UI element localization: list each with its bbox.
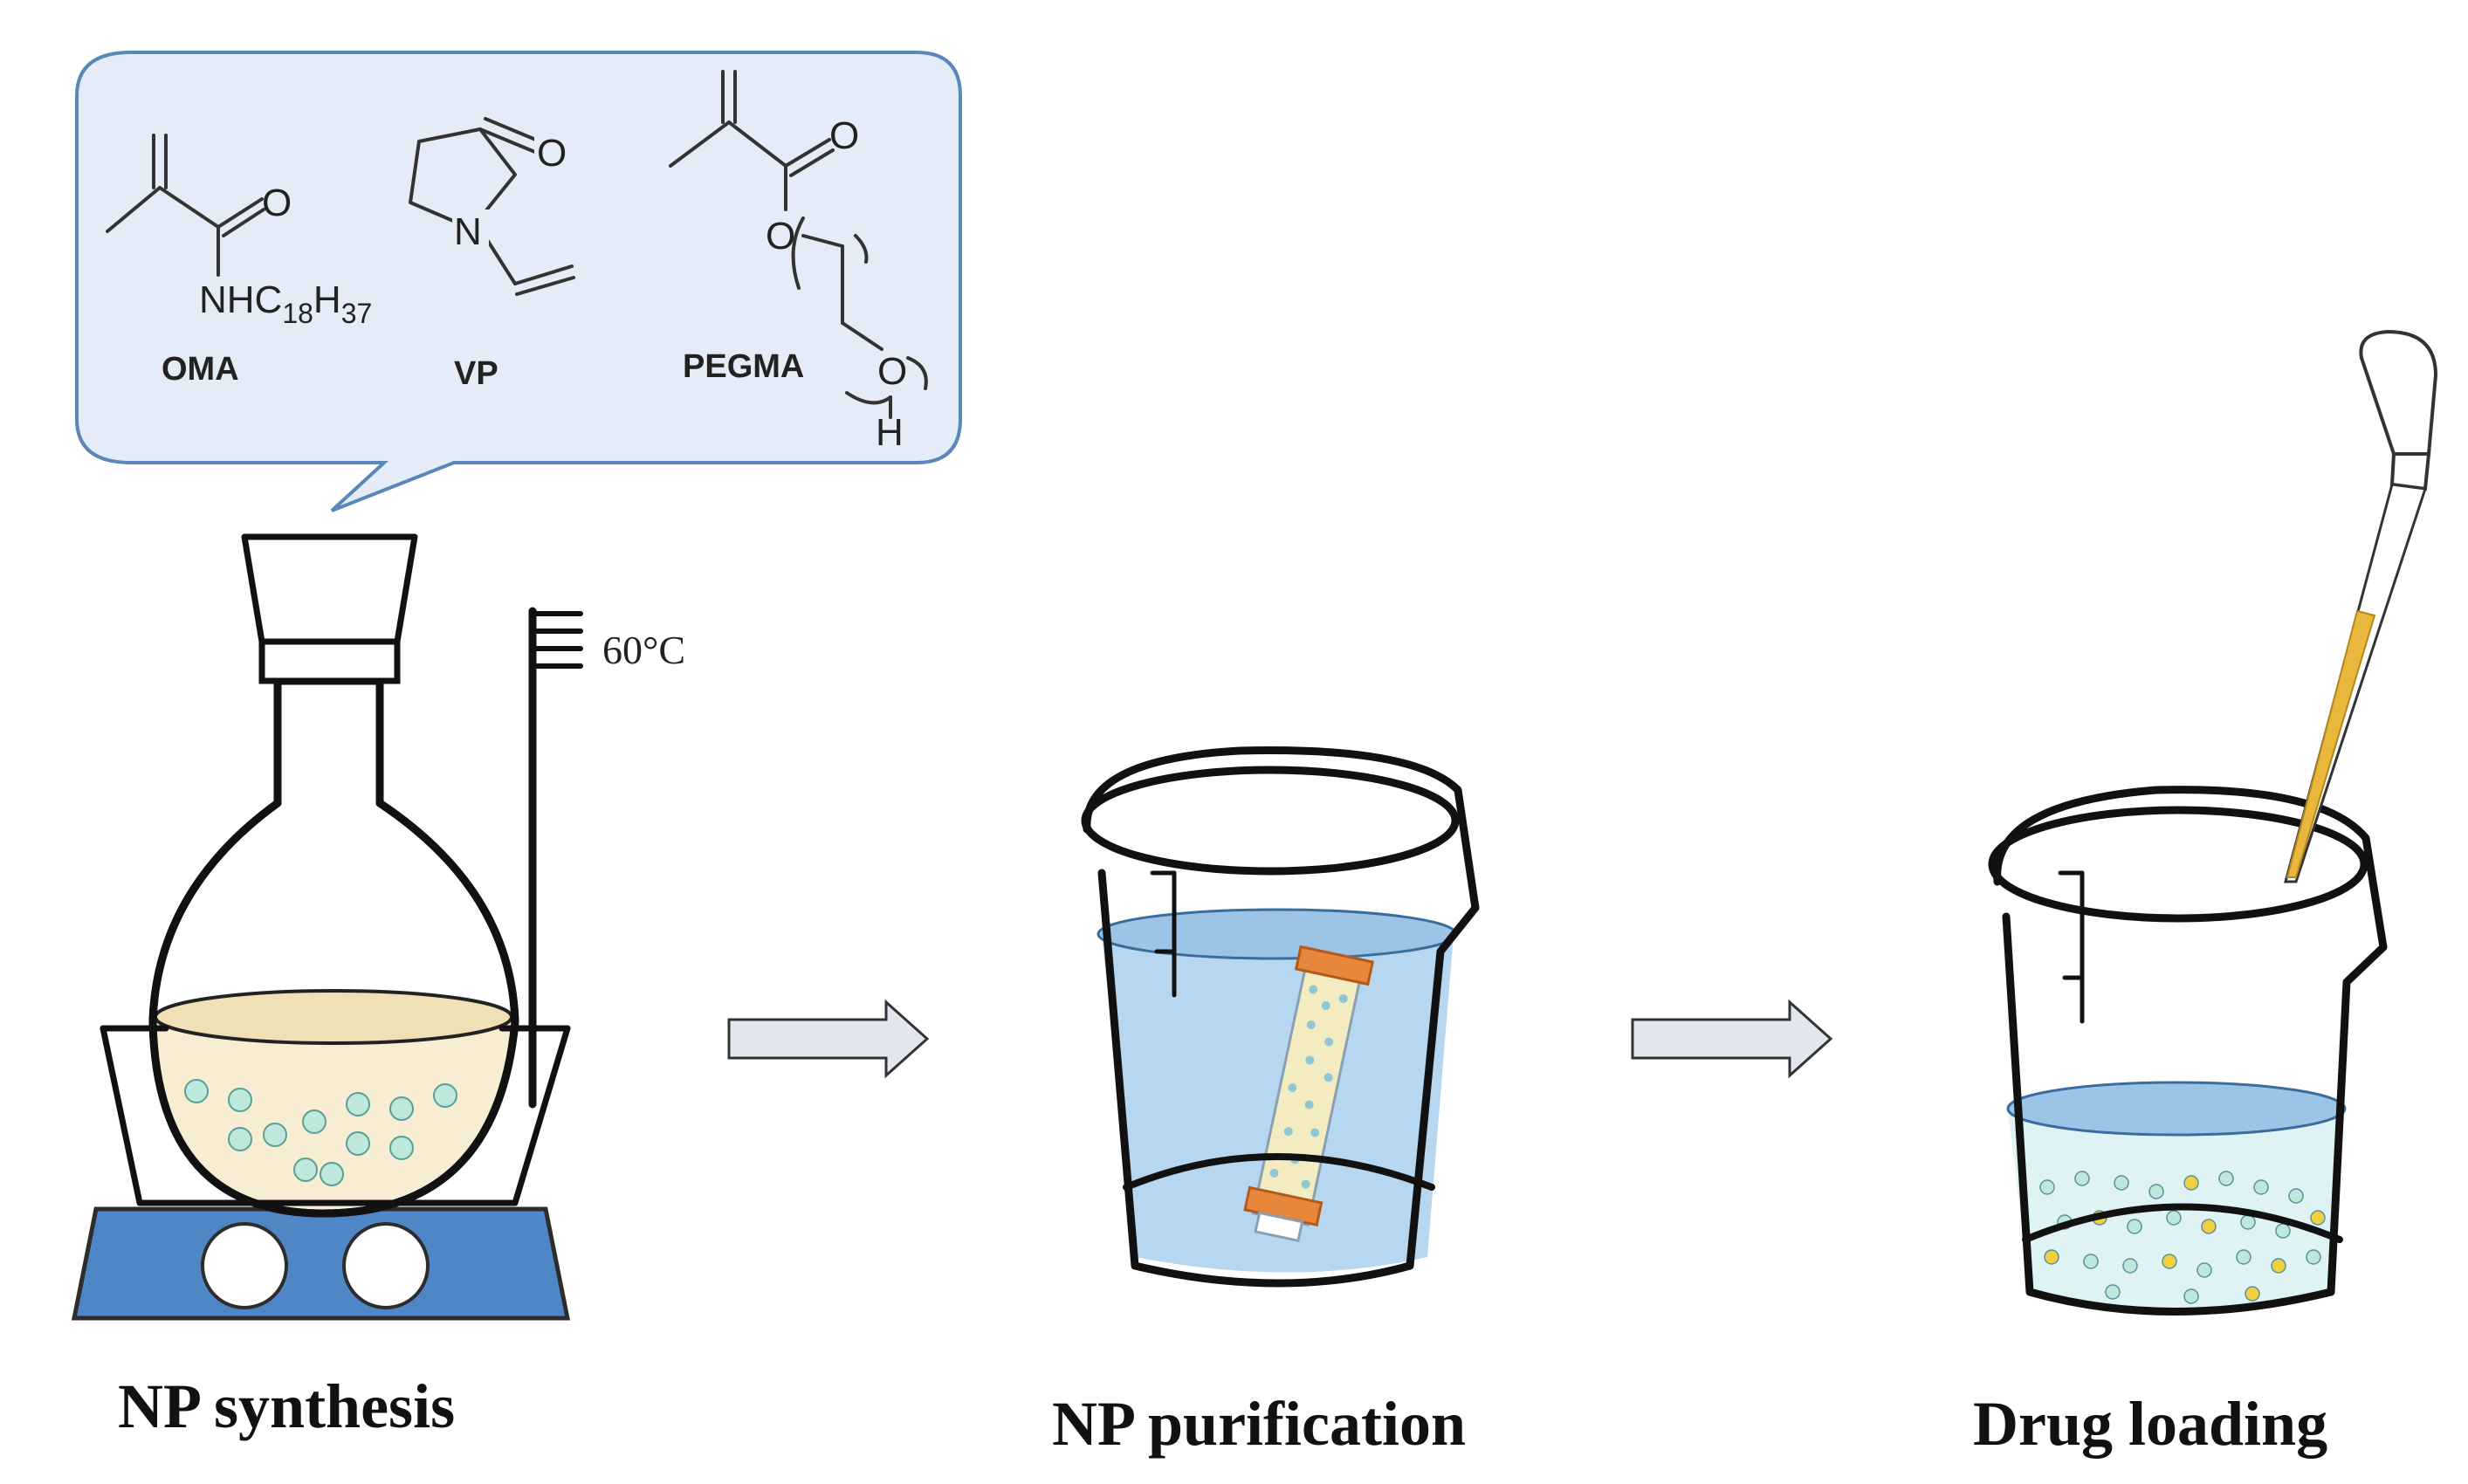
step-label-drug-loading: Drug loading <box>1973 1389 2327 1459</box>
pipette-icon <box>2284 329 2438 883</box>
oma-label: OMA <box>162 351 239 388</box>
pegma-ether-oxygen: O <box>877 350 907 393</box>
step-label-synthesis: NP synthesis <box>118 1371 455 1441</box>
oma-oxygen: O <box>262 182 292 224</box>
hotplate-icon <box>71 1206 571 1321</box>
beaker-icon <box>1081 746 1480 1288</box>
oma-structure: O NHC18H37 OMA <box>106 134 372 388</box>
pegma-carbonyl-oxygen: O <box>829 114 859 157</box>
pegma-structure: O O O H PEGMA <box>669 70 928 454</box>
np-synthesis-setup: 60°C <box>71 533 685 1321</box>
vp-oxygen: O <box>537 132 567 175</box>
temperature-label: 60°C <box>602 628 685 672</box>
vp-structure: N O VP <box>409 117 575 392</box>
np-purification-setup <box>1081 746 1480 1288</box>
step-label-purification: NP purification <box>1052 1389 1466 1459</box>
oma-nh-group: NHC18H37 <box>199 278 372 329</box>
arrow-right-icon-2 <box>1631 999 1833 1079</box>
pegma-label: PEGMA <box>683 348 804 385</box>
np-particles <box>2039 1171 2326 1304</box>
thermometer-icon <box>528 607 583 1109</box>
pegma-ester-oxygen: O <box>766 215 795 258</box>
drug-loading-setup <box>1988 329 2438 1316</box>
vp-nitrogen: N <box>454 210 482 253</box>
vp-label: VP <box>454 355 498 392</box>
pegma-hydrogen: H <box>876 411 904 454</box>
hotplate-knob-left <box>201 1222 288 1309</box>
arrow-right-icon <box>727 999 930 1079</box>
hotplate-knob-right <box>342 1222 430 1309</box>
round-bottom-flask-icon <box>148 533 519 1218</box>
beaker-icon-2 <box>1988 786 2388 1316</box>
